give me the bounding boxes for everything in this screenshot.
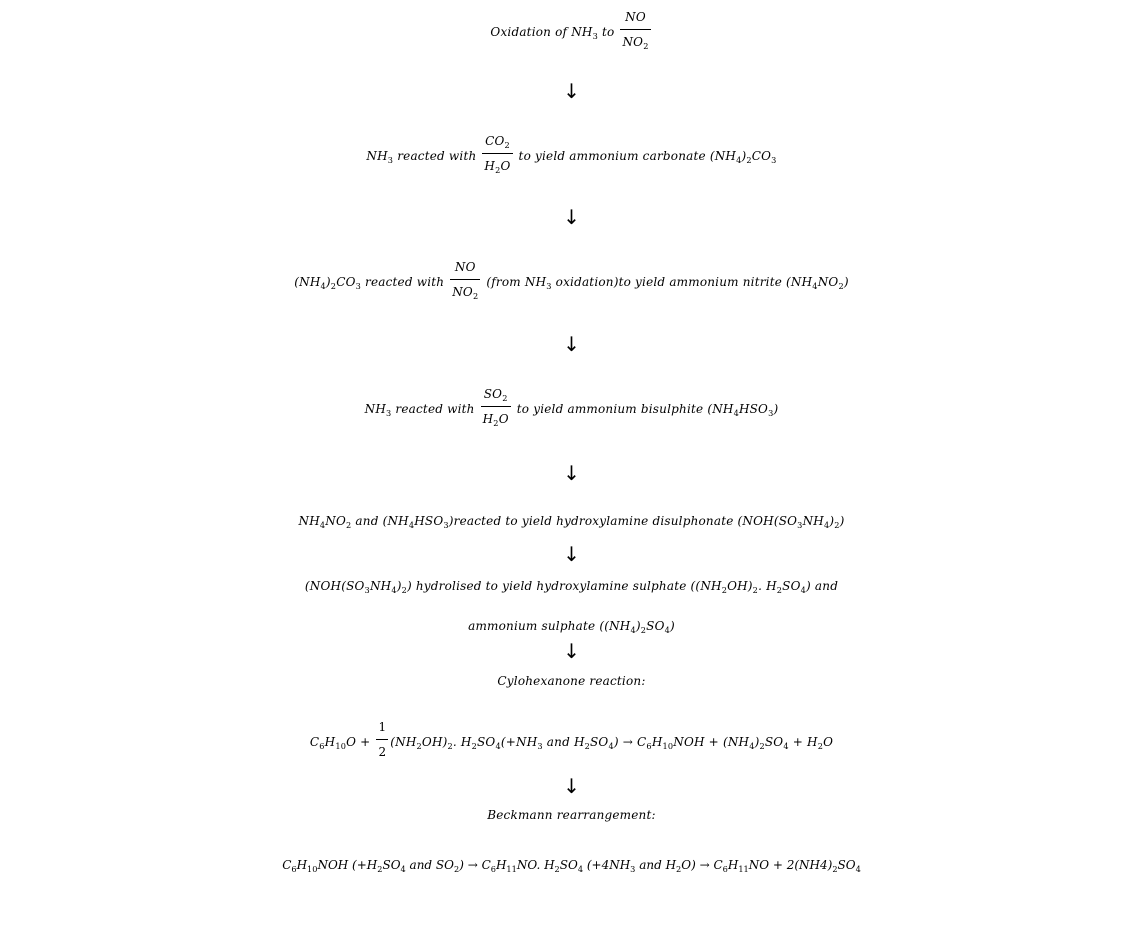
down-arrow-icon: ↓ (563, 205, 580, 229)
down-arrow-icon: ↓ (563, 542, 580, 566)
beckmann-equation: C6H10NOH (+H2SO4 and SO2) → C6H11NO. H2S… (282, 858, 861, 874)
step-hydroxylamine-sulphate: (NOH(SO3NH4)2) hydrolised to yield hydro… (304, 579, 839, 595)
down-arrow-icon: ↓ (563, 332, 580, 356)
beckmann-rearrangement-label: Beckmann rearrangement: (487, 808, 656, 822)
down-arrow-icon: ↓ (563, 774, 580, 798)
down-arrow-icon: ↓ (563, 461, 580, 485)
step-hydroxylamine-disulphonate: NH4NO2 and (NH4HSO3)reacted to yield hyd… (298, 514, 845, 530)
down-arrow-icon: ↓ (563, 79, 580, 103)
step-text: Oxidation of NH (490, 25, 593, 39)
step-ammonium-sulphate: ammonium sulphate ((NH4)2SO4) (468, 619, 675, 635)
cyclohexanone-reaction-label: Cylohexanone reaction: (497, 674, 646, 688)
down-arrow-icon: ↓ (563, 639, 580, 663)
